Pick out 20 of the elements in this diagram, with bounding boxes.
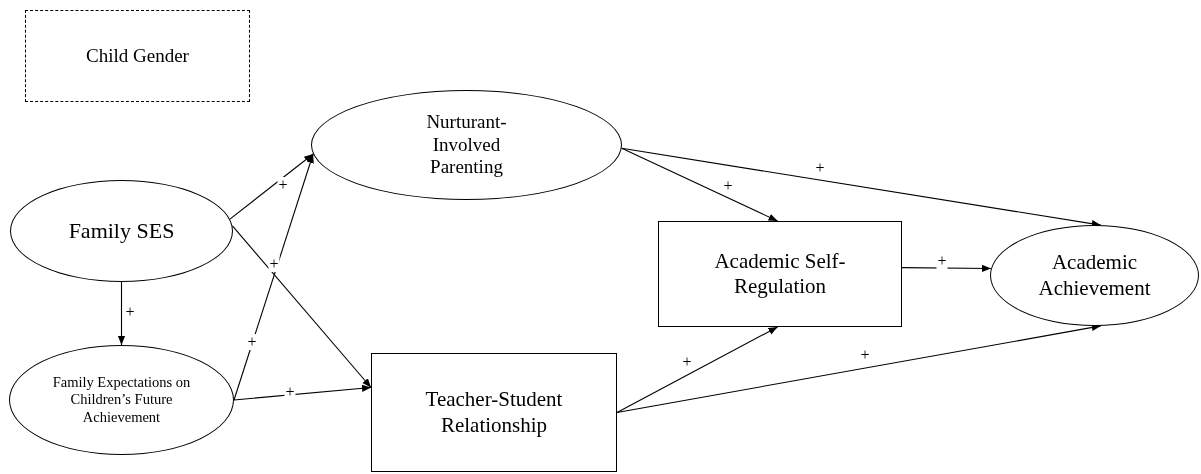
- node-label: Teacher-Student Relationship: [424, 387, 564, 438]
- node-label: Child Gender: [86, 44, 189, 68]
- node-label: Family SES: [68, 217, 175, 245]
- arrow: [616, 326, 779, 414]
- edge-label: +: [936, 253, 948, 269]
- arrow: [621, 147, 779, 222]
- variable-box: [25, 10, 250, 102]
- variable-box: [658, 221, 902, 327]
- node-label: Academic Self-Regulation: [713, 248, 847, 300]
- variable-box: [371, 353, 617, 472]
- edge-label: +: [246, 334, 258, 350]
- node-label: Academic Achievement: [1037, 250, 1152, 301]
- arrow: [233, 384, 372, 401]
- node-label: Family Expectations on Children’s Future Achievement: [51, 373, 192, 427]
- node-label: Nurturant- Involved Parenting: [425, 110, 508, 180]
- arrow: [231, 225, 372, 389]
- arrow: [117, 281, 126, 346]
- arrow: [229, 153, 314, 220]
- edge-label: +: [268, 256, 280, 272]
- arrow: [901, 264, 992, 272]
